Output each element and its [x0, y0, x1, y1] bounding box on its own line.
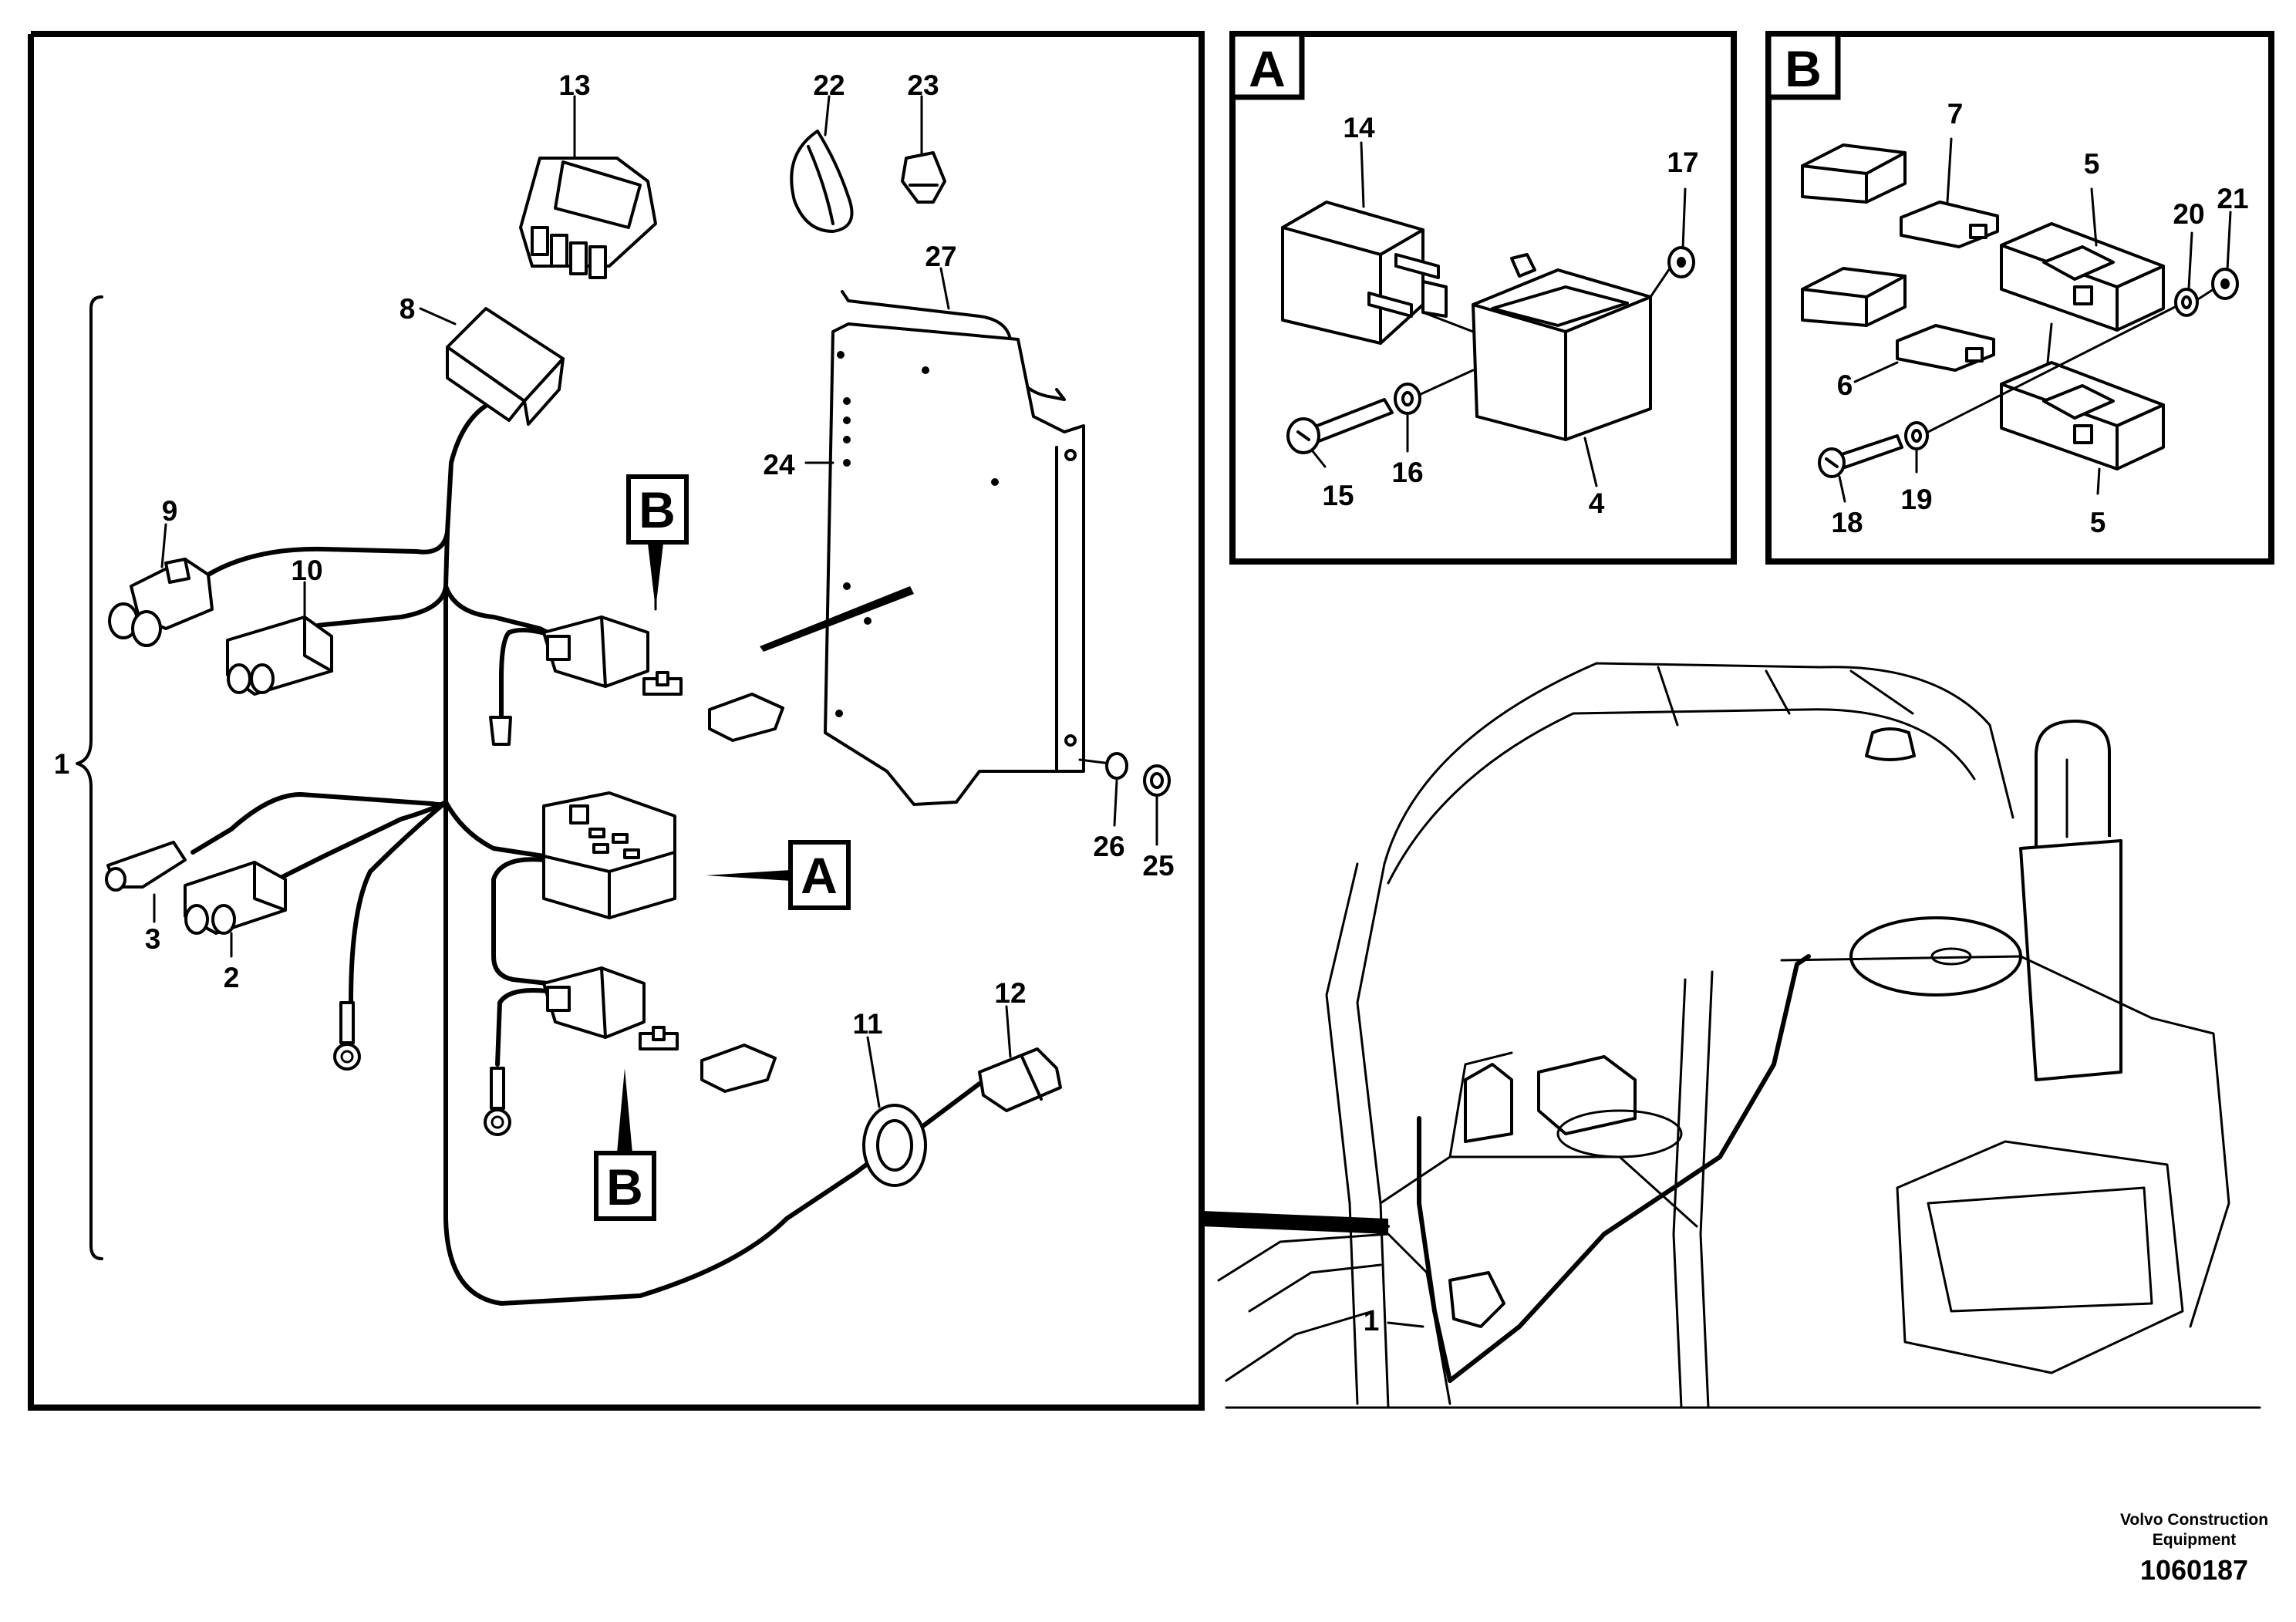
callout-1-machine: 1	[1364, 1305, 1380, 1337]
item-6-fuse	[1896, 324, 1995, 372]
fuse-cover-upper	[1801, 143, 1907, 204]
callout-12: 12	[994, 977, 1026, 1009]
items-25-26-nut-washer	[1078, 752, 1171, 797]
callout-25: 25	[1142, 850, 1174, 882]
svg-text:B: B	[1785, 40, 1822, 97]
item-11-grommet	[862, 1104, 927, 1187]
callout-2: 2	[224, 962, 240, 993]
main-harness-panel: B A B	[28, 31, 1205, 1411]
credit-line-1: Volvo Construction	[2120, 1511, 2268, 1529]
reference-tag-b-upper: B	[626, 474, 689, 611]
callout-16: 16	[1391, 457, 1423, 488]
callout-7: 7	[1947, 98, 1964, 130]
detail-b-panel: B	[1765, 31, 2274, 565]
svg-text:B: B	[639, 481, 676, 538]
item-20-washer	[2174, 288, 2199, 317]
callout-10: 10	[291, 555, 322, 586]
relay-socket	[542, 791, 676, 919]
item-5-fuse-holder-upper	[2000, 222, 2165, 332]
callout-11: 11	[852, 1008, 882, 1040]
item-10-connector	[226, 615, 333, 696]
callout-21: 21	[2217, 183, 2248, 214]
reference-tag-b-lower: B	[594, 1068, 656, 1221]
document-number: 1060187	[2140, 1554, 2248, 1586]
callout-13: 13	[558, 69, 590, 101]
item-14-relay	[1281, 201, 1448, 345]
item-15-screw	[1286, 398, 1394, 454]
harness-wires	[190, 399, 982, 1306]
item-24-mounting-plate	[760, 322, 1085, 806]
svg-text:A: A	[1249, 40, 1286, 97]
item-19-washer	[1904, 421, 1929, 450]
item-1-bracket	[76, 295, 103, 1260]
callout-numbers: 13 22 23 27 8 24 9 10 1 26 25 3 2 11 12 …	[54, 69, 2249, 1337]
item-13-rocker-switch	[519, 157, 657, 279]
machine-view	[1200, 662, 2261, 1409]
callout-9: 9	[162, 495, 178, 527]
callout-24: 24	[763, 449, 795, 481]
callout-23: 23	[907, 69, 939, 101]
item-21-nut	[2211, 268, 2239, 300]
item-7-fuse	[1900, 201, 1999, 248]
callout-18: 18	[1831, 507, 1863, 538]
reference-tag-a: A	[706, 840, 851, 910]
item-4-relay-base	[1472, 253, 1652, 441]
item-9-connector	[108, 558, 214, 647]
item-16-washer	[1394, 383, 1421, 415]
item-17-nut	[1667, 246, 1695, 278]
item-2-connector	[184, 861, 287, 935]
callout-26: 26	[1093, 831, 1124, 862]
callout-5-upper: 5	[2084, 148, 2100, 180]
fuse-cover-lower	[1801, 267, 1907, 327]
svg-text:B: B	[606, 1158, 643, 1216]
callout-4: 4	[1589, 487, 1605, 519]
upper-fuse-holder	[489, 615, 784, 746]
callout-8: 8	[400, 293, 416, 325]
callout-19: 19	[1900, 484, 1932, 515]
lower-fuse-holder	[542, 966, 777, 1093]
detail-a-panel: A	[1229, 31, 1737, 565]
callout-1: 1	[54, 748, 70, 780]
footer: Volvo Construction Equipment 1060187	[2120, 1511, 2268, 1586]
callout-27: 27	[925, 241, 956, 272]
item-22-cable-tie	[790, 130, 854, 233]
callout-leaders	[153, 95, 2232, 1328]
callout-15: 15	[1322, 480, 1354, 511]
ring-terminals	[333, 1001, 511, 1136]
item-8-relay	[446, 307, 565, 426]
callout-22: 22	[813, 69, 845, 101]
callout-5-lower: 5	[2090, 507, 2106, 538]
callout-6: 6	[1837, 369, 1853, 401]
callout-14: 14	[1343, 112, 1375, 143]
credit-line-2: Equipment	[2153, 1531, 2237, 1549]
item-5-fuse-holder-lower	[2000, 361, 2165, 470]
svg-text:A: A	[801, 847, 838, 904]
callout-20: 20	[2173, 198, 2204, 230]
item-3-connector	[105, 841, 187, 892]
item-18-screw	[1818, 434, 1903, 478]
item-23-clip	[901, 151, 946, 204]
callout-3: 3	[145, 923, 161, 955]
item-12-connector	[978, 1047, 1062, 1112]
callout-17: 17	[1667, 147, 1698, 178]
